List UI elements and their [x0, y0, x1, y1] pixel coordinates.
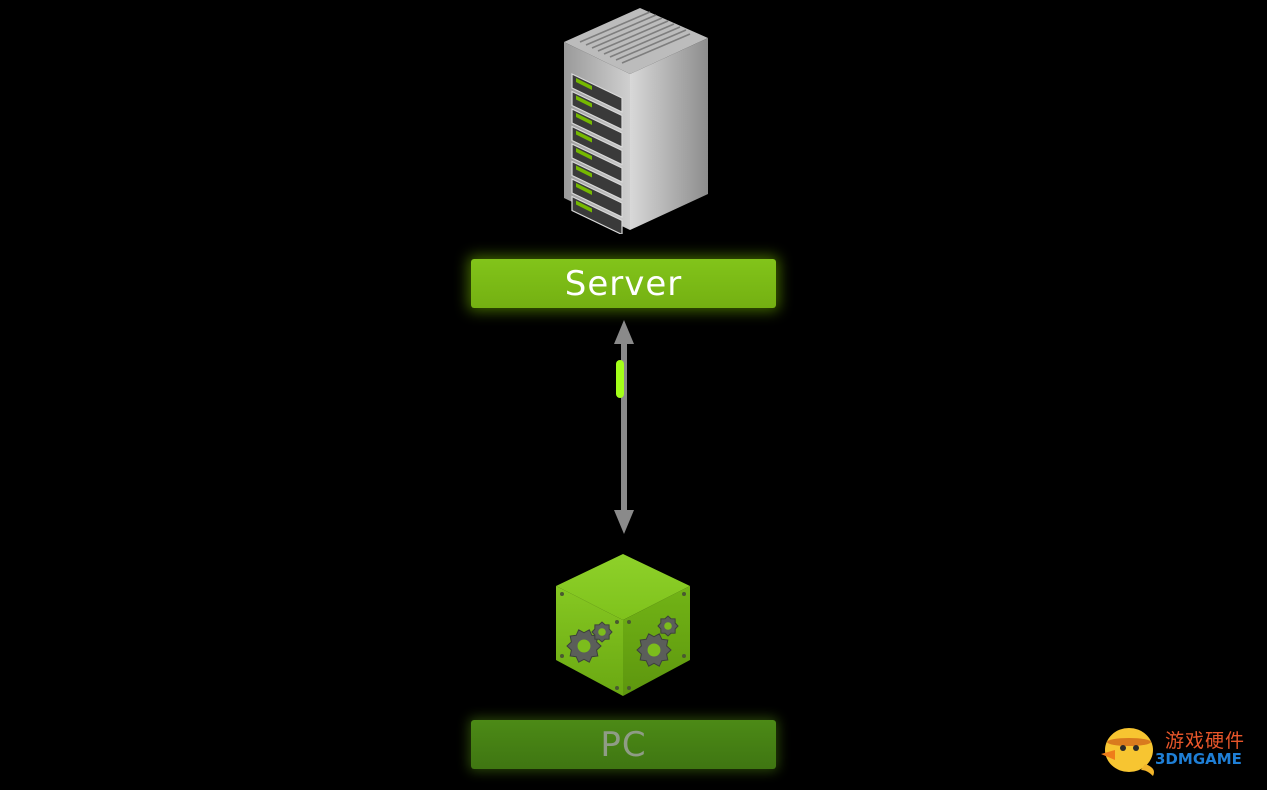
- drive-led: [576, 165, 592, 178]
- drive-led: [576, 95, 592, 108]
- watermark-text-en: 3DMGAME: [1155, 750, 1242, 768]
- arrowhead-down-icon: [614, 510, 634, 534]
- drive-led: [576, 183, 592, 195]
- server-label: Server: [471, 259, 776, 308]
- data-packet: [616, 360, 624, 398]
- drive-led: [576, 130, 592, 143]
- gear-large-left-icon: [566, 629, 602, 663]
- chick-mascot-icon: [1101, 728, 1154, 776]
- drive-led: [576, 148, 592, 160]
- drive-led: [576, 78, 592, 90]
- watermark-text-cn: 游戏硬件: [1165, 730, 1246, 752]
- bidirectional-arrow: [614, 320, 634, 534]
- gear-small-right-icon: [657, 615, 679, 637]
- server-rack-icon: [564, 8, 708, 234]
- pc-label: PC: [471, 720, 776, 769]
- arrowhead-up-icon: [614, 320, 634, 344]
- watermark-logo: 游戏硬件 3DMGAME: [1093, 718, 1253, 778]
- drive-led: [576, 200, 592, 213]
- gear-small-left-icon: [591, 621, 613, 643]
- drive-led: [576, 113, 592, 125]
- gear-large-right-icon: [636, 633, 672, 667]
- gear-cube-icon: [556, 554, 690, 696]
